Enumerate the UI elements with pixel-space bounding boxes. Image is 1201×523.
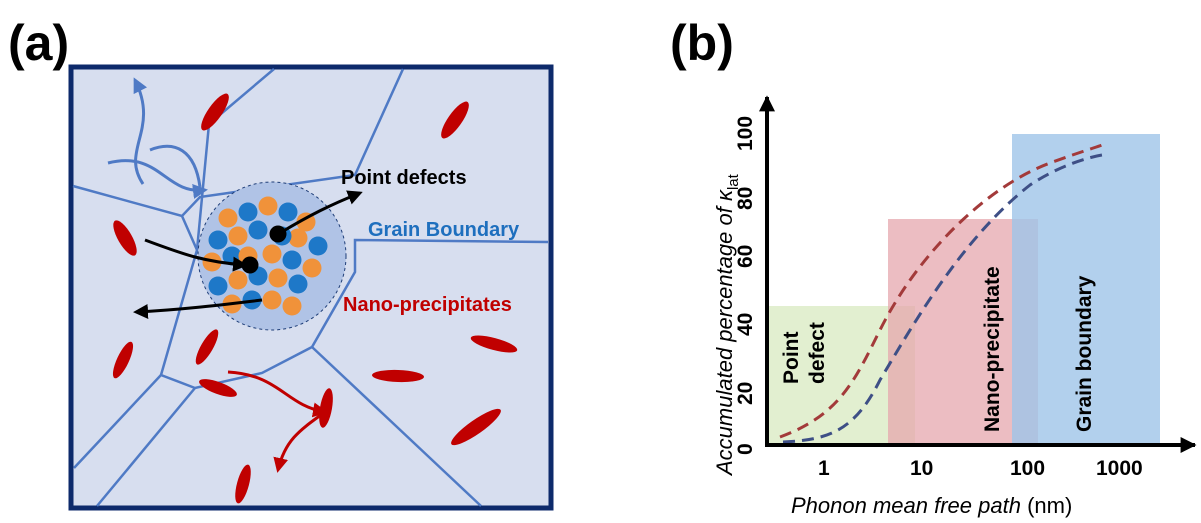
y-axis-title: Accumulated percentage of κlat	[712, 173, 742, 477]
grain-boundary-box	[1012, 134, 1160, 445]
mfp-chart: Point defect Nano-precipitate Grain boun…	[712, 95, 1197, 518]
y-tick-40-lower: 40	[734, 313, 757, 336]
point-defect-atom	[269, 225, 287, 243]
atom-orange	[288, 228, 308, 248]
atom-orange	[258, 196, 278, 216]
atom-orange	[228, 270, 248, 290]
scatter-arrow-blue-2	[107, 159, 208, 199]
grain-boundary-lines	[72, 68, 549, 507]
atom-orange	[218, 208, 238, 228]
atom-blue	[308, 236, 328, 256]
atom-blue	[208, 276, 228, 296]
atom-orange	[268, 268, 288, 288]
y-tick-20: 20	[734, 382, 757, 405]
scatter-arrow-blue-3	[149, 144, 202, 188]
y-axis-title-main: Accumulated percentage of κ	[712, 189, 737, 477]
y-axis-title-sub: lat	[725, 173, 742, 190]
y-tick-60: 60	[734, 245, 757, 268]
x-axis-title-main: Phonon mean free path	[791, 493, 1021, 518]
atom-blue	[248, 220, 268, 240]
atom-orange	[302, 258, 322, 278]
atom-blue	[278, 202, 298, 222]
label-point-defects: Point defects	[341, 167, 467, 189]
panel-b-label: (b)	[670, 15, 734, 71]
box-label-point: Point	[780, 332, 803, 385]
label-grain-boundary: Grain Boundary	[368, 219, 520, 241]
scatter-arrow-red-1	[227, 370, 328, 418]
atom-blue	[238, 202, 258, 222]
grain-microstructure: Point defects Grain Boundary Nano-precip…	[68, 64, 554, 511]
x-tick-1: 1	[818, 457, 830, 480]
curve-blue	[782, 153, 1103, 444]
nano-precipitates	[112, 93, 518, 504]
atom-orange	[228, 226, 248, 246]
atom-orange	[262, 244, 282, 264]
x-tick-10: 10	[910, 457, 933, 480]
scatter-arrow-blue-1	[133, 77, 148, 185]
atom-blue	[288, 274, 308, 294]
box-label-grain-boundary: Grain boundary	[1073, 275, 1096, 432]
x-tick-1000: 1000	[1096, 457, 1143, 480]
atom-orange	[282, 296, 302, 316]
panel-a-label: (a)	[8, 15, 69, 71]
atom-blue	[282, 250, 302, 270]
x-tick-100: 100	[1010, 457, 1045, 480]
scatter-arrow-red-2	[273, 410, 326, 473]
y-tick-0: 0	[734, 443, 757, 455]
x-axis-title-unit: (nm)	[1021, 493, 1072, 518]
y-tick-80: 80	[734, 187, 757, 210]
atom-blue	[208, 230, 228, 250]
box-label-nano-precipitate: Nano-precipitate	[981, 266, 1004, 432]
atom-orange	[262, 290, 282, 310]
y-tick-100: 100	[734, 116, 757, 151]
phonon-arrow-in	[144, 238, 248, 272]
phonon-arrow-out-right	[279, 190, 363, 235]
point-defect-region	[197, 181, 347, 331]
box-label-defect: defect	[806, 322, 829, 384]
x-axis-title: Phonon mean free path (nm)	[791, 493, 1072, 518]
phonon-arrow-out-left	[133, 298, 263, 319]
label-nano-precipitates: Nano-precipitates	[343, 294, 512, 316]
